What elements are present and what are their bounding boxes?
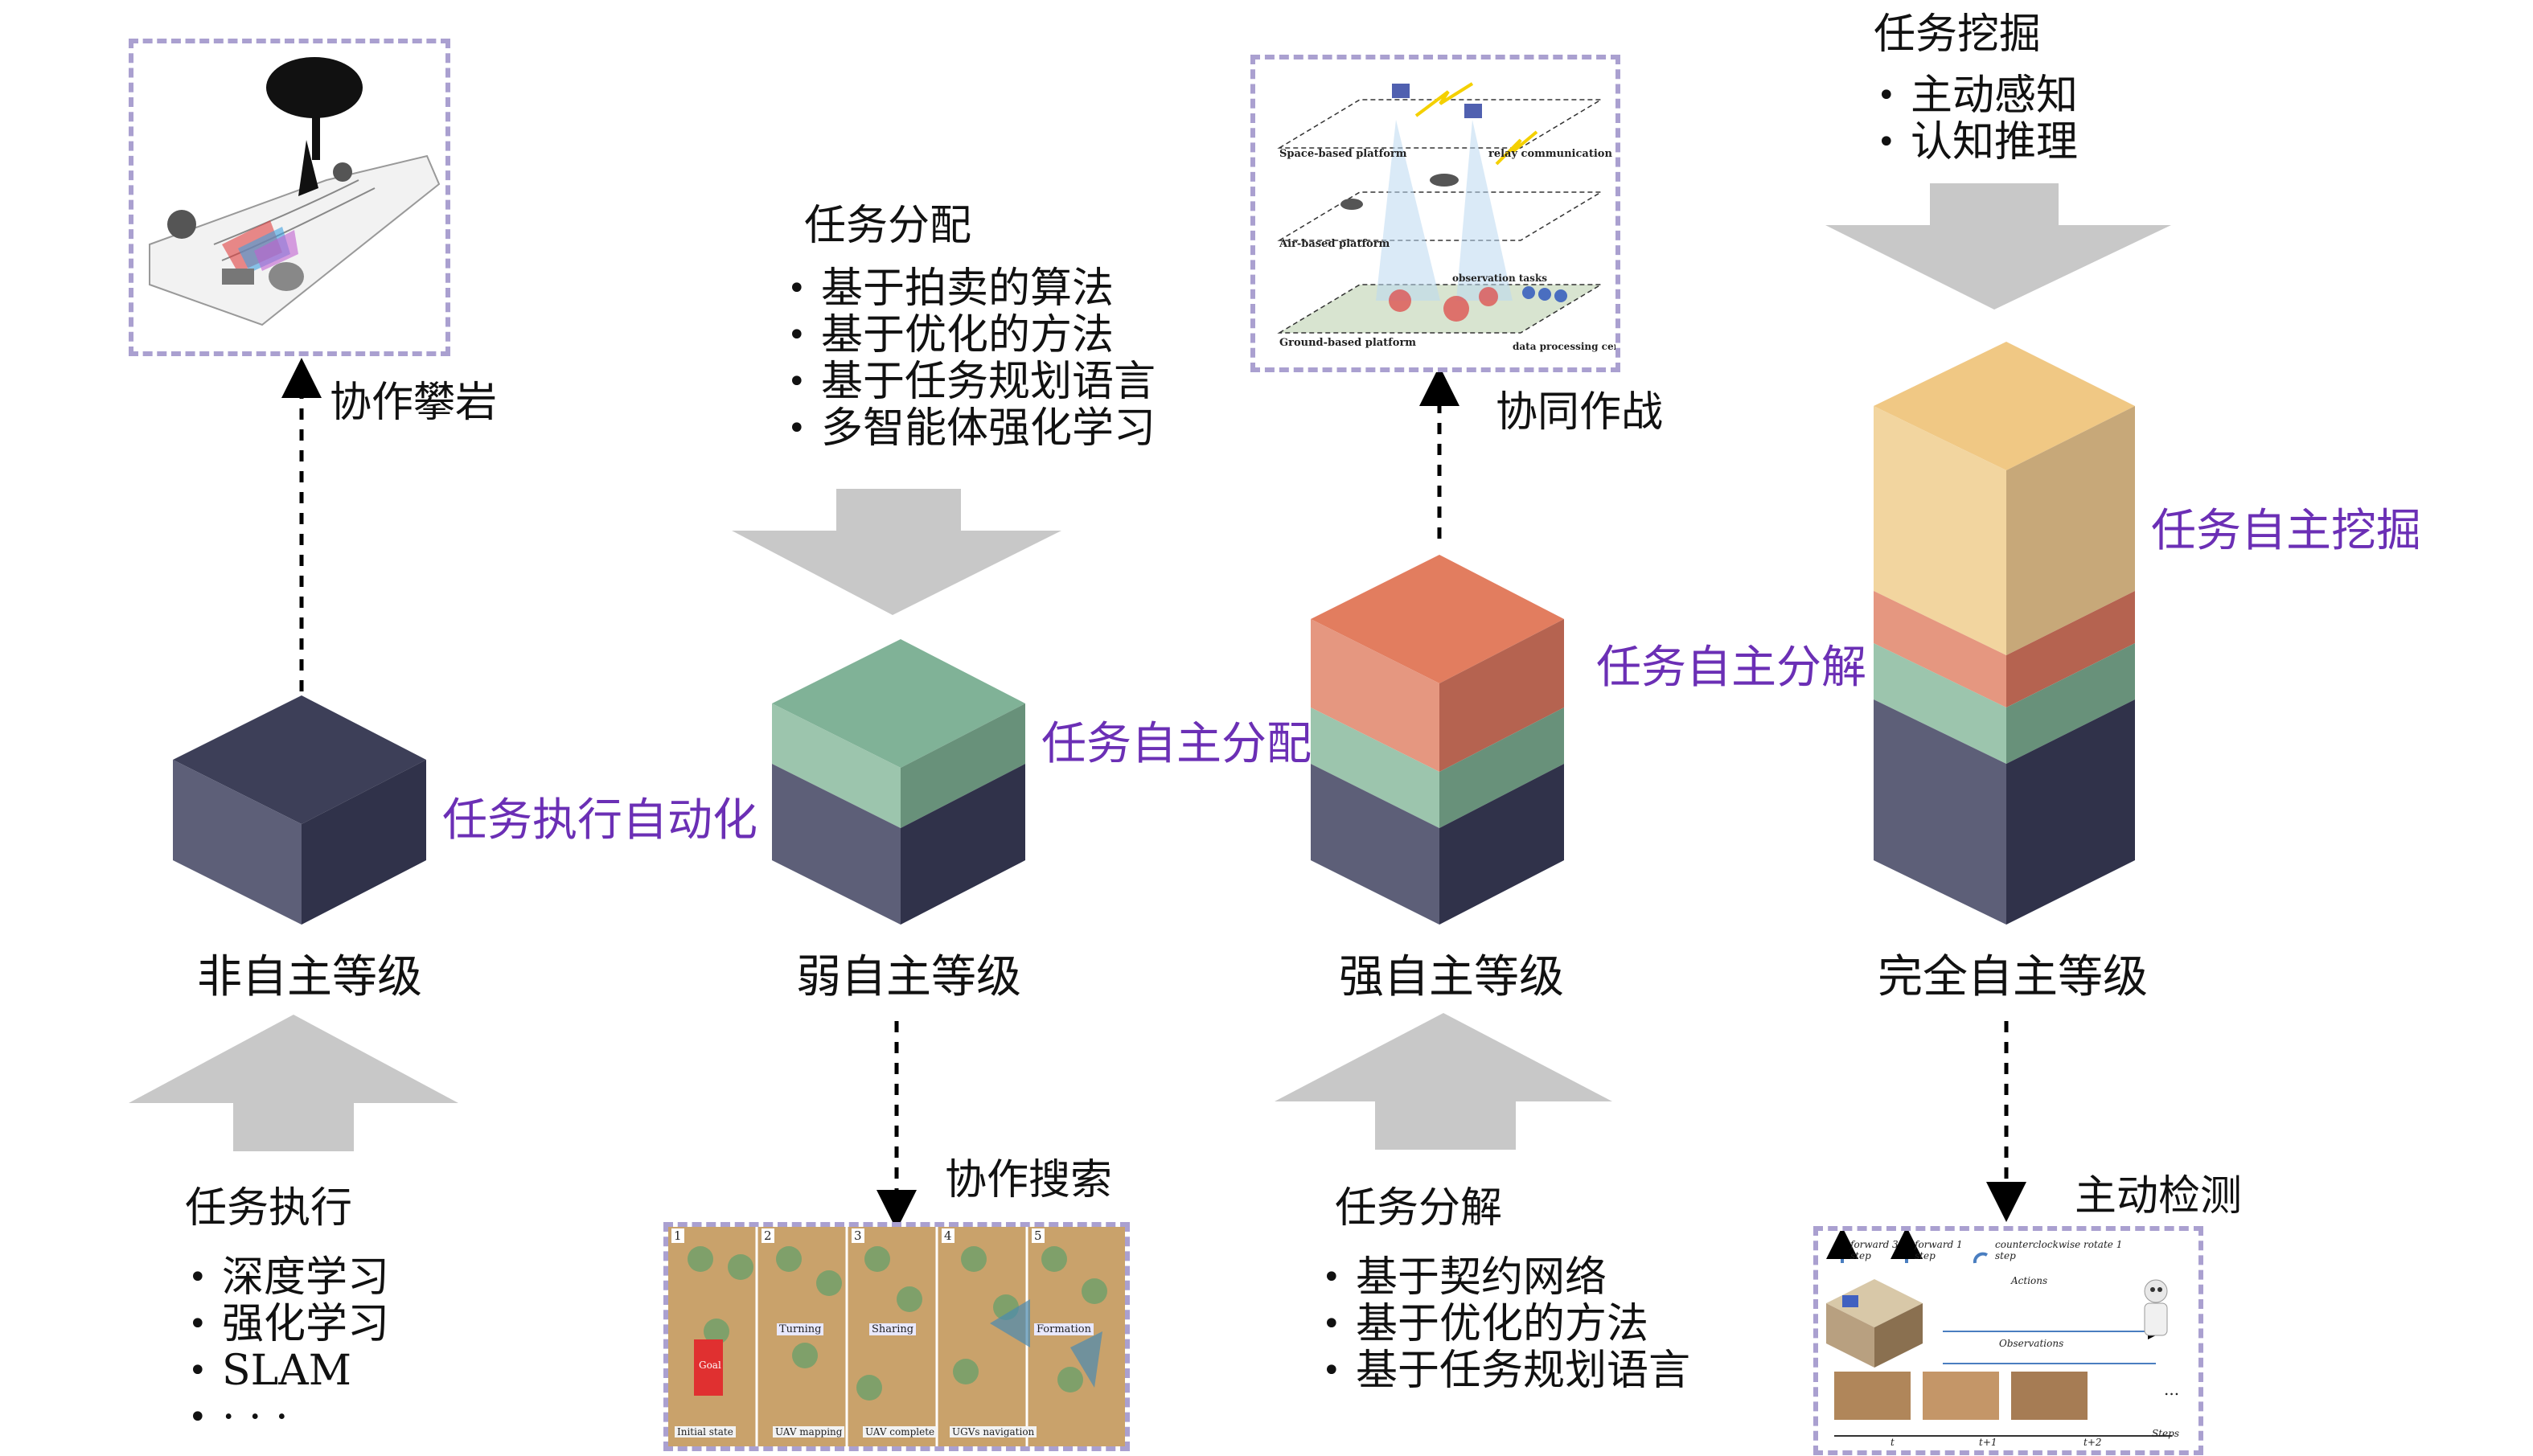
list-item: 基于任务规划语言: [1319, 1347, 1690, 1394]
label-autonomous-decomposition: 任务自主分解: [1596, 642, 1866, 694]
detect-action-1: forward 3 step: [1850, 1239, 1899, 1261]
level-weak: 弱自主等级: [796, 951, 1021, 1003]
tree-icon: [266, 57, 363, 160]
task-allocation-title: 任务分配: [804, 202, 972, 250]
gray-arrow-decomposition: [1275, 1013, 1612, 1150]
detect-action-3: counterclockwise rotate 1 step: [1995, 1239, 2123, 1261]
combat-label-dpc: data processing center: [1513, 341, 1620, 352]
list-item: 基于契约网络: [1319, 1254, 1690, 1301]
task-execution-title: 任务执行: [185, 1184, 353, 1232]
list-item: · · ·: [185, 1394, 389, 1441]
list-item: 基于任务规划语言: [784, 359, 1156, 405]
search-panel-5: 5: [1032, 1228, 1045, 1243]
list-item: 基于优化的方法: [784, 312, 1156, 359]
search-caption-3: UAV complete: [863, 1426, 938, 1438]
task-mining-title: 任务挖掘: [1874, 10, 2042, 59]
label-autonomous-allocation: 任务自主分配: [1041, 718, 1312, 770]
search-image: 1 2 3 4 5 Goal Turning Sharing Formation…: [663, 1222, 1130, 1451]
label-combat: 协同作战: [1496, 388, 1664, 437]
search-panel-2: 2: [762, 1228, 774, 1243]
level-strong: 强自主等级: [1339, 951, 1564, 1003]
label-detection: 主动检测: [2075, 1172, 2243, 1220]
task-mining-list: 主动感知 认知推理: [1874, 72, 2078, 166]
gray-arrow-mining: [1825, 183, 2171, 310]
gray-arrow-allocation: [732, 489, 1061, 615]
combat-label-obs: observation tasks: [1452, 273, 1548, 284]
search-turning-label: Turning: [777, 1323, 824, 1335]
robot-icon: [2144, 1279, 2168, 1336]
cube-weak: [772, 639, 1025, 925]
detect-t2: t+2: [2083, 1437, 2102, 1448]
list-item: 认知推理: [1874, 119, 2078, 166]
search-panel-1: 1: [671, 1228, 684, 1243]
level-full: 完全自主等级: [1878, 951, 2148, 1003]
label-autonomous-mining: 任务自主挖掘: [2151, 505, 2421, 557]
search-caption-4: UGVs navigation: [950, 1426, 1037, 1438]
search-panel-3: 3: [852, 1228, 864, 1243]
detect-dots: ...: [2164, 1380, 2180, 1399]
detect-observations-label: Observations: [1999, 1338, 2064, 1349]
gray-arrow-execution: [129, 1015, 458, 1151]
combat-label-ground: Ground-based platform: [1279, 337, 1417, 349]
detect-action-2: forward 1 step: [1915, 1239, 1963, 1261]
task-execution-list: 深度学习 强化学习 SLAM · · ·: [185, 1254, 389, 1441]
label-search: 协作搜索: [945, 1156, 1113, 1204]
cube-strong: [1311, 555, 1564, 925]
task-decomposition-title: 任务分解: [1335, 1184, 1503, 1232]
label-execution-automation: 任务执行自动化: [442, 794, 757, 847]
detect-actions-label: Actions: [2011, 1275, 2048, 1286]
list-item: 强化学习: [185, 1301, 389, 1347]
level-non-autonomous: 非自主等级: [197, 951, 422, 1003]
search-caption-1: Initial state: [675, 1426, 736, 1438]
combat-label-space: Space-based platform: [1279, 148, 1407, 160]
list-item: SLAM: [185, 1347, 389, 1394]
cube-non-autonomous: [173, 695, 426, 925]
list-item: 基于拍卖的算法: [784, 265, 1156, 312]
cube-full: [1874, 342, 2135, 925]
detect-steps: Steps: [2152, 1428, 2179, 1439]
combat-label-relay: relay communication: [1488, 148, 1612, 160]
task-allocation-list: 基于拍卖的算法 基于优化的方法 基于任务规划语言 多智能体强化学习: [784, 265, 1156, 452]
combat-label-air: Air-based platform: [1279, 238, 1390, 250]
search-panel-4: 4: [942, 1228, 954, 1243]
list-item: 基于优化的方法: [1319, 1301, 1690, 1347]
combat-image: Space-based platform relay communication…: [1250, 55, 1620, 372]
list-item: 多智能体强化学习: [784, 405, 1156, 452]
search-sharing-label: Sharing: [869, 1323, 917, 1335]
list-item: 深度学习: [185, 1254, 389, 1301]
search-formation-label: Formation: [1034, 1323, 1094, 1335]
detect-t1: t+1: [1979, 1437, 1997, 1448]
search-caption-2: UAV mapping: [773, 1426, 845, 1438]
detection-image: forward 3 step forward 1 step counterclo…: [1813, 1226, 2203, 1455]
label-climbing: 协作攀岩: [330, 379, 498, 427]
task-decomposition-list: 基于契约网络 基于优化的方法 基于任务规划语言: [1319, 1254, 1690, 1394]
detect-t: t: [1891, 1437, 1895, 1448]
search-goal-label: Goal: [699, 1360, 721, 1371]
climbing-image: [129, 39, 450, 356]
list-item: 主动感知: [1874, 72, 2078, 119]
